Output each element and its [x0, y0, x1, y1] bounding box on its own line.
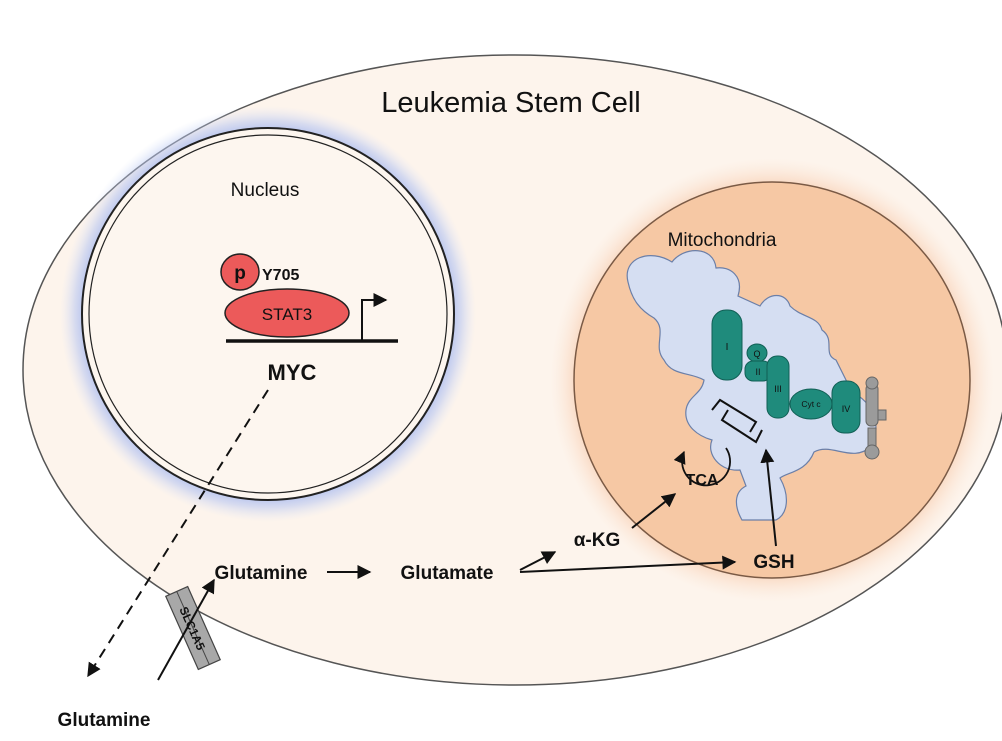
phospho-label: p: [234, 263, 246, 284]
nucleus-label: Nucleus: [231, 180, 300, 201]
tca-label: TCA: [686, 472, 719, 489]
complex-iii-label: III: [774, 384, 782, 394]
glutamate-to-gsh-arrow: [519, 555, 737, 573]
myc-to-efflux-arrow: [87, 389, 269, 678]
complex-i-label: I: [726, 342, 729, 353]
glutamate-label: Glutamate: [401, 563, 494, 584]
ubiquinone-label: Q: [753, 349, 760, 359]
myc-gene-label: MYC: [268, 360, 317, 385]
alpha-kg-label: α-KG: [574, 530, 621, 551]
complex-ii-label: II: [755, 367, 760, 377]
nucleus-envelope-inner: [88, 134, 448, 494]
glutamine-extracellular-label: Glutamine: [58, 710, 151, 731]
akg-to-tca-arrow: [631, 493, 677, 529]
glutamate-to-akg-arrow: [519, 551, 557, 571]
tca-cycle-ring: [673, 447, 731, 487]
atp-synthase: [864, 376, 887, 460]
inhibition-mark-upper: [711, 398, 758, 433]
cell-title: Leukemia Stem Cell: [381, 87, 641, 119]
mitochondria-cristae: [626, 250, 877, 521]
phospho-group: [220, 253, 260, 291]
inhibition-mark-lower: [720, 409, 763, 444]
glutamine-import-arrow: [157, 578, 215, 681]
mitochondria-label: Mitochondria: [668, 230, 777, 251]
myc-promoter-complex: p Y705 STAT3 MYC: [220, 253, 398, 385]
residue-label: Y705: [262, 267, 299, 284]
gsh-label: GSH: [753, 552, 794, 573]
complex-i: [711, 309, 743, 381]
stat3-protein: [224, 288, 350, 338]
complex-iii: [766, 355, 790, 419]
stat3-label: STAT3: [262, 305, 312, 324]
gsh-to-inner-membrane-arrow: [760, 448, 777, 547]
cytochrome-c-label: Cyt c: [801, 399, 821, 409]
complex-iv-label: IV: [842, 404, 851, 414]
complex-iv: [831, 380, 861, 434]
glutamine-intracellular-label: Glutamine: [215, 563, 308, 584]
transcription-start-arrow: [361, 293, 388, 341]
electron-transport-chain: I Q II III Cyt c IV: [711, 309, 887, 460]
